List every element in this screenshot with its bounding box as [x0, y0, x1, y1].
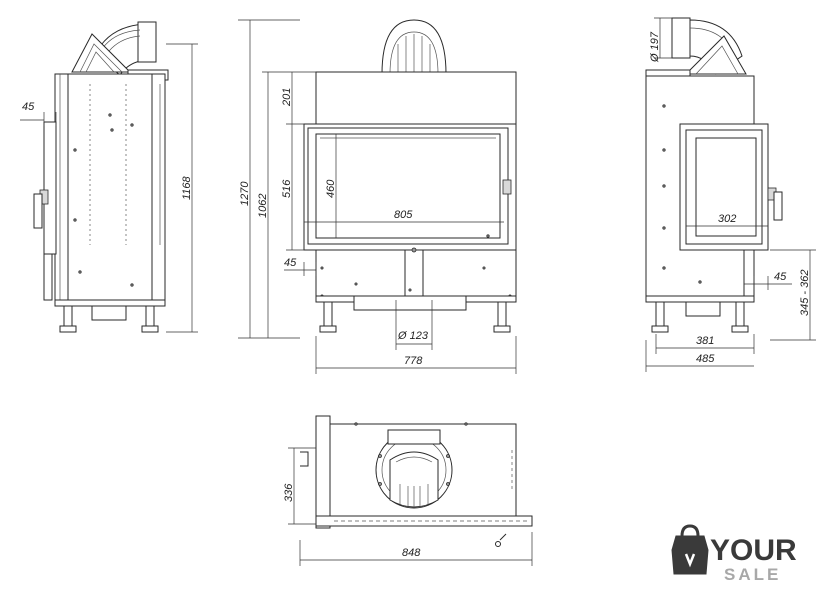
side-view-left — [33, 21, 169, 333]
top-view — [300, 415, 533, 547]
dim-top-width: 848 — [402, 547, 421, 559]
dim-top-band: 201 — [281, 88, 293, 107]
yoursale-logo: YOUR SALE — [671, 524, 797, 584]
dim-right-flue: Ø 197 — [649, 31, 661, 63]
dim-front-width: 778 — [404, 355, 423, 367]
dim-front-door-offset: 45 — [284, 257, 297, 269]
side-view-right — [645, 17, 783, 333]
dim-top-depth: 336 — [283, 483, 295, 502]
dim-front-flue: Ø 123 — [397, 330, 429, 342]
dim-glass-height: 460 — [325, 179, 337, 198]
dims-side-left: 45 1168 1270 — [20, 19, 300, 339]
dims-side-right: Ø 197 302 45 345 - 362 381 485 — [645, 17, 816, 372]
logo-word-bottom: SALE — [724, 565, 781, 584]
dim-total-height: 1270 — [239, 181, 251, 206]
dim-right-glass-width: 302 — [718, 213, 736, 225]
dims-top: 336 848 — [283, 447, 533, 566]
dim-right-inner-width: 381 — [696, 335, 714, 347]
dim-right-width: 485 — [696, 353, 715, 365]
dim-right-door-offset: 45 — [774, 271, 787, 283]
dim-door-height: 516 — [281, 179, 293, 198]
dim-side-door-offset: 45 — [22, 101, 35, 113]
dims-front: 201 516 1062 460 805 45 Ø 123 778 — [257, 71, 517, 374]
shopping-bag-icon — [671, 535, 709, 575]
dim-glass-width: 805 — [394, 209, 413, 221]
dim-right-range: 345 - 362 — [799, 270, 811, 316]
front-view — [303, 19, 517, 333]
dim-side-height: 1168 — [181, 175, 193, 200]
dim-height-1062: 1062 — [257, 194, 269, 218]
logo-word-top: YOUR — [710, 534, 797, 567]
